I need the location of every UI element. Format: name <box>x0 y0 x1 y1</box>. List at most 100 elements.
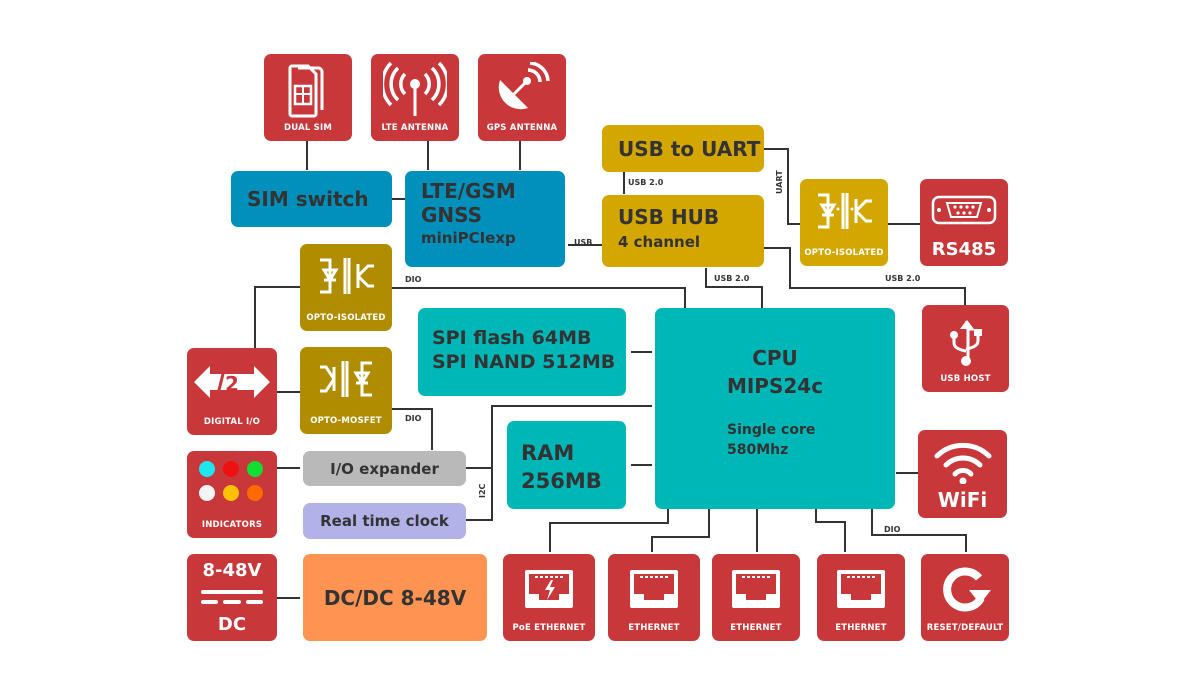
poe-ethernet-tile: PoE ETHERNET <box>503 554 595 641</box>
indicators-tile: INDICATORS <box>187 451 277 538</box>
opto-isolated-right-tile: OPTO-ISOLATED <box>800 179 888 266</box>
poe-ethernet-icon <box>503 568 595 610</box>
opto-isolated-left-label: OPTO-ISOLATED <box>306 313 386 323</box>
label-usb20-host: USB 2.0 <box>885 274 921 283</box>
reset-arrow-icon <box>921 564 1009 614</box>
label-dio-opto: DIO <box>405 275 422 284</box>
usb-hub-block: USB HUB 4 channel <box>602 195 764 267</box>
usb-icon <box>922 319 1009 367</box>
label-usb20-uart: USB 2.0 <box>628 178 664 187</box>
ethernet-port-icon <box>712 568 800 610</box>
gps-antenna-tile: GPS ANTENNA <box>478 54 566 141</box>
dcdc-label: DC/DC 8-48V <box>323 585 467 610</box>
usb-to-uart-label: USB to UART <box>618 136 761 161</box>
spi-flash-block: SPI flash 64MB SPI NAND 512MB <box>418 308 626 396</box>
wire-cpu-reset <box>871 509 967 552</box>
wire-opto-cpu-dio <box>392 287 686 308</box>
rs485-label: RS485 <box>931 239 997 260</box>
wire-i2c-bus <box>466 405 652 521</box>
usb-host-label: USB HOST <box>940 374 991 384</box>
digital-io-tile: 2 DIGITAL I/O <box>187 348 277 435</box>
ram-size: 256MB <box>521 469 602 493</box>
cpu-cores: Single core <box>727 422 816 438</box>
bottom-tile-label: ETHERNET <box>835 623 887 633</box>
lte-gnss-block: LTE/GSM GNSS miniPCIexp <box>405 171 565 267</box>
label-dio-mosfet: DIO <box>405 414 422 423</box>
lte-antenna-tile: LTE ANTENNA <box>371 54 459 141</box>
gps-antenna-label: GPS ANTENNA <box>486 123 558 133</box>
wire-cpu-eth3 <box>815 509 846 552</box>
ethernet-port-icon <box>608 568 700 610</box>
spi-flash-label: SPI flash 64MB <box>432 327 592 349</box>
bottom-tile-label: RESET/DEFAULT <box>926 623 1004 633</box>
label-usb20-cpu: USB 2.0 <box>714 274 750 283</box>
usb-hub-label: USB HUB <box>618 205 720 229</box>
spi-nand-label: SPI NAND 512MB <box>432 351 616 373</box>
wifi-label: WiFi <box>937 488 988 512</box>
digital-io-count: 2 <box>225 372 239 396</box>
wire-hub-cpu <box>705 268 763 308</box>
ethernet-tile-3: ETHERNET <box>817 554 905 641</box>
io-expander-block: I/O expander <box>303 451 466 486</box>
wifi-icon <box>918 440 1007 484</box>
opto-mosfet-tile: OPTO-MOSFET <box>300 347 392 434</box>
dc-symbol-icon <box>201 590 263 604</box>
led-grid <box>199 461 263 501</box>
wire-cpu-eth1 <box>651 509 710 552</box>
dcdc-block: DC/DC 8-48V <box>303 554 487 641</box>
dual-sim-tile: DUAL SIM <box>264 54 352 141</box>
sim-switch-label: SIM switch <box>247 187 369 211</box>
led-red <box>223 461 239 477</box>
opto-mosfet-icon <box>300 359 392 399</box>
bottom-tile-label: PoE ETHERNET <box>512 623 586 633</box>
label-usb: USB <box>574 238 593 247</box>
power-voltage-label: 8-48V <box>202 560 262 581</box>
antenna-icon <box>371 62 459 118</box>
optocoupler-icon <box>300 256 392 296</box>
bidirectional-arrow-icon: 2 <box>187 362 277 402</box>
lte-antenna-label: LTE ANTENNA <box>381 123 449 133</box>
optocoupler-icon <box>800 191 888 231</box>
rs485-tile: RS485 <box>920 179 1008 266</box>
cpu-frequency: 580Mhz <box>727 442 789 458</box>
rtc-label: Real time clock <box>320 512 449 530</box>
wire-dio-opto <box>254 286 300 348</box>
io-expander-label: I/O expander <box>330 459 439 478</box>
usb-host-tile: USB HOST <box>922 305 1009 392</box>
sim-card-icon <box>264 62 352 120</box>
wifi-tile: WiFi <box>918 430 1007 518</box>
gnss-label: GNSS <box>421 203 483 227</box>
ethernet-tile-1: ETHERNET <box>608 554 700 641</box>
power-input-tile: 8-48V DC <box>187 554 277 641</box>
opto-isolated-right-label: OPTO-ISOLATED <box>804 248 884 258</box>
cpu-label: CPU <box>752 346 798 370</box>
rtc-block: Real time clock <box>303 503 466 539</box>
cpu-model: MIPS24c <box>726 374 824 398</box>
wire-cpu-poe <box>549 509 669 552</box>
usb-to-uart-block: USB to UART <box>602 125 764 172</box>
ethernet-tile-2: ETHERNET <box>712 554 800 641</box>
sim-switch-block: SIM switch <box>231 171 392 227</box>
bottom-tile-label: ETHERNET <box>628 623 680 633</box>
label-dio-reset: DIO <box>884 525 901 534</box>
label-i2c: I2C <box>478 483 487 498</box>
reset-default-tile[interactable]: RESET/DEFAULT <box>921 554 1009 641</box>
digital-io-label: DIGITAL I/O <box>203 417 261 427</box>
wire-mosfet-expander <box>392 408 433 450</box>
usb-hub-channels: 4 channel <box>618 233 701 251</box>
ram-label: RAM <box>521 441 575 465</box>
opto-mosfet-label: OPTO-MOSFET <box>310 416 382 426</box>
power-type-label: DC <box>217 614 247 635</box>
led-orange <box>247 485 263 501</box>
cpu-block: CPU MIPS24c Single core 580Mhz <box>655 308 895 509</box>
label-uart: UART <box>775 170 784 194</box>
wire-hub-usbhost <box>764 247 966 305</box>
serial-port-icon <box>920 195 1008 225</box>
ram-block: RAM 256MB <box>507 421 626 509</box>
wire-uart-opto <box>764 148 800 225</box>
opto-isolated-left-tile: OPTO-ISOLATED <box>300 244 392 331</box>
led-green <box>247 461 263 477</box>
lte-gsm-label: LTE/GSM <box>421 179 516 203</box>
satellite-dish-icon <box>478 62 566 116</box>
